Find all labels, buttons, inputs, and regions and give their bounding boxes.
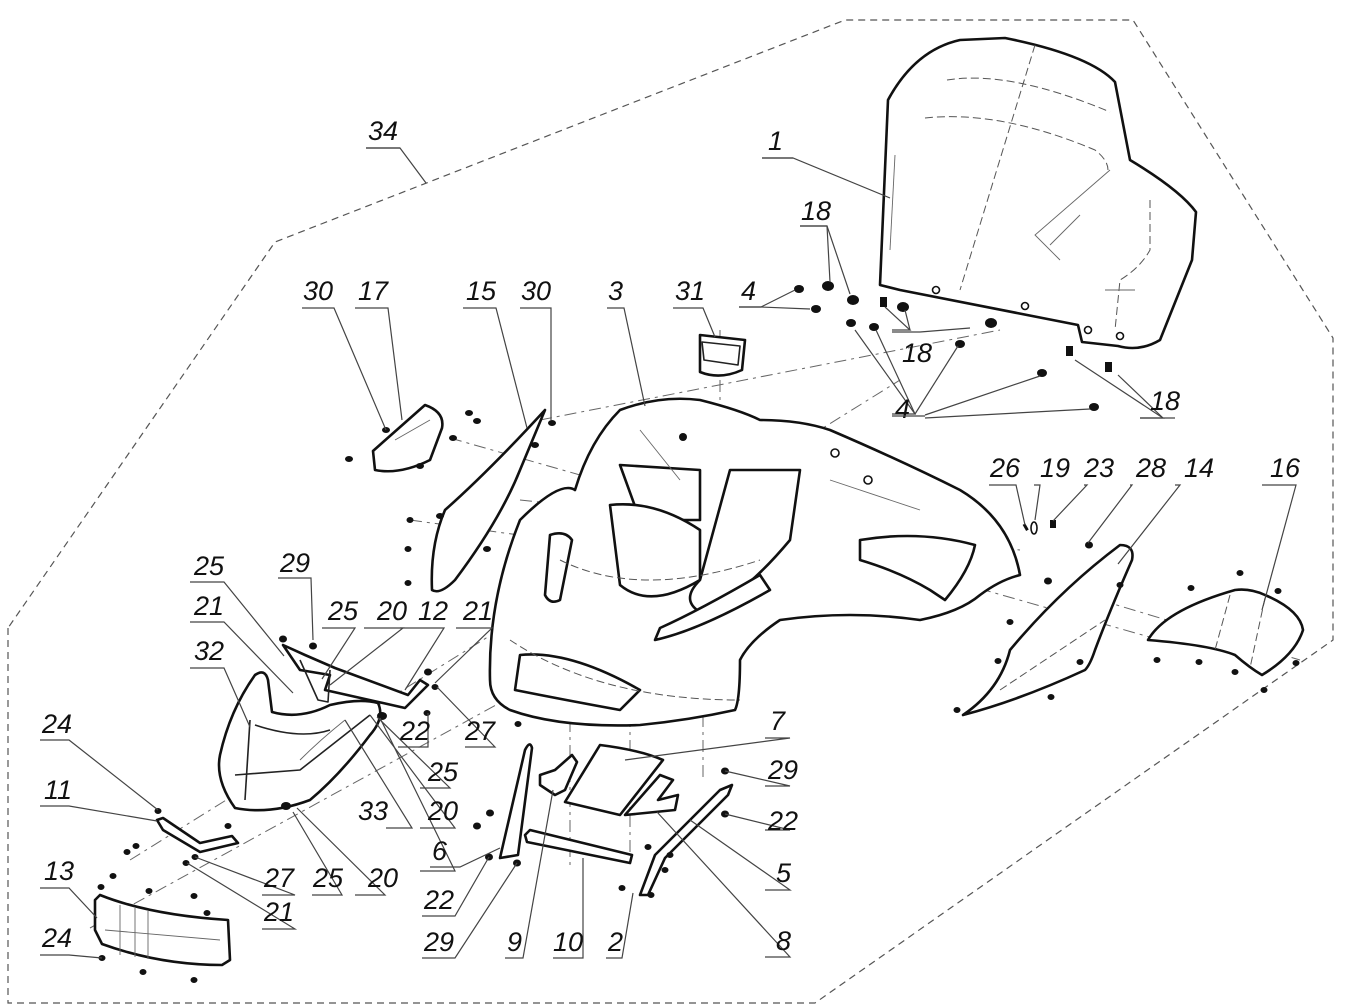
callout-26: 26	[989, 453, 1021, 483]
callout-21-b: 21	[462, 596, 493, 626]
callout-22-c: 22	[767, 806, 798, 836]
callout-34: 34	[368, 116, 398, 146]
callout-22-a: 22	[399, 716, 430, 746]
callout-4-left: 4	[741, 276, 756, 306]
callout-11: 11	[44, 775, 72, 805]
callout-19: 19	[1040, 453, 1070, 483]
callout-9: 9	[507, 927, 522, 957]
callout-25-b: 25	[327, 596, 359, 626]
lower-panel-right-part-5	[623, 773, 680, 817]
lower-panel-left-part-9	[538, 753, 579, 797]
left-deflector-part-17	[345, 403, 481, 473]
callout-16: 16	[1270, 453, 1301, 483]
callout-29-a: 29	[279, 548, 310, 578]
callout-30-left: 30	[303, 276, 333, 306]
assembly-boundary-34	[7, 19, 1334, 1004]
callout-24-bottom: 24	[41, 923, 72, 953]
callout-18-right: 18	[1150, 386, 1180, 416]
callout-13: 13	[44, 856, 74, 886]
callout-4-bottom: 4	[895, 394, 910, 424]
callout-27-a: 27	[464, 716, 496, 746]
callout-6: 6	[432, 836, 448, 866]
callout-27-b: 27	[263, 863, 295, 893]
left-side-panel-part-15	[404, 408, 556, 593]
left-bracket-part-6	[473, 721, 534, 867]
callout-20-a: 20	[376, 596, 407, 626]
callout-32: 32	[194, 636, 224, 666]
callout-18-mid: 18	[902, 338, 932, 368]
windshield-part-1	[878, 36, 1198, 350]
right-side-panel-part-14	[953, 541, 1134, 717]
front-grille-part-13	[93, 873, 232, 983]
callout-31: 31	[675, 276, 705, 306]
callout-18-top: 18	[801, 196, 831, 226]
callout-22-b: 22	[423, 885, 454, 915]
callout-25-d: 25	[312, 863, 344, 893]
callout-12: 12	[418, 596, 448, 626]
callout-30-right: 30	[521, 276, 551, 306]
headlight-part-32	[217, 671, 387, 812]
callout-1: 1	[768, 126, 783, 156]
callout-underlines	[366, 147, 1175, 419]
callout-7: 7	[770, 706, 786, 736]
callout-33: 33	[358, 796, 388, 826]
leader-lines	[40, 147, 1297, 959]
callout-20-b: 20	[427, 796, 458, 826]
callout-29-c: 29	[767, 755, 798, 785]
instrument-display-part-31	[698, 333, 747, 377]
center-lower-panel-part-7	[563, 743, 665, 817]
callout-labels: 34 1 18 4 18 4 18 30 17 15 30 3 31 26 19…	[41, 116, 1301, 957]
callout-17: 17	[358, 276, 389, 306]
callout-5: 5	[776, 858, 792, 888]
right-bracket-part-2	[618, 767, 734, 898]
small-fasteners-26-19-23	[1022, 520, 1056, 535]
callout-24-top: 24	[41, 709, 72, 739]
callout-23: 23	[1083, 453, 1114, 483]
callout-3: 3	[608, 276, 623, 306]
callout-21-a: 21	[193, 591, 224, 621]
callout-25-a: 25	[193, 551, 225, 581]
callout-20-c: 20	[367, 863, 398, 893]
callout-15: 15	[466, 276, 497, 306]
right-deflector-part-16	[1146, 570, 1305, 693]
hood-part-3	[488, 397, 1022, 727]
cross-bar-part-10	[523, 828, 634, 865]
callout-25-c: 25	[427, 757, 459, 787]
callout-14: 14	[1184, 453, 1214, 483]
lower-headlight-bracket-part-11	[123, 808, 240, 866]
callout-21-c: 21	[263, 897, 294, 927]
callout-29-b: 29	[423, 927, 454, 957]
callout-10: 10	[553, 927, 583, 957]
callout-8: 8	[776, 926, 791, 956]
callout-2: 2	[607, 927, 623, 957]
callout-28: 28	[1135, 453, 1166, 483]
